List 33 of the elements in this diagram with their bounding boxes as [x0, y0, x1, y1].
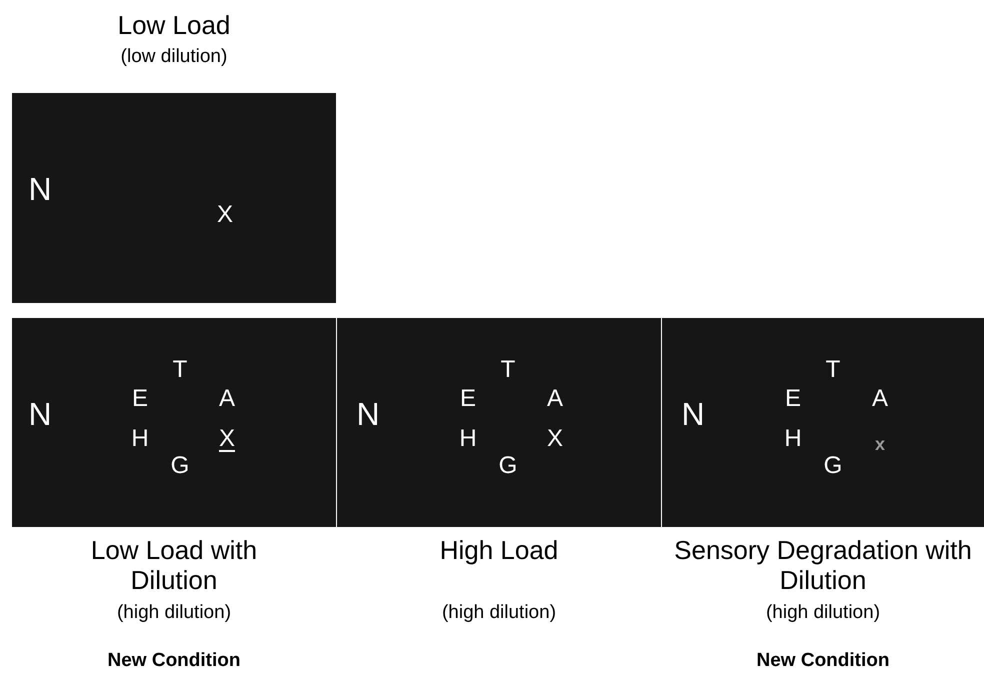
stimulus-letter: E [132, 385, 148, 413]
stimulus-letter: A [547, 385, 563, 413]
stimulus-letter: G [824, 452, 842, 480]
condition-title: Low Load [116, 10, 232, 40]
stimulus-letter: A [872, 385, 888, 413]
stimulus-letter: A [219, 385, 235, 413]
stimulus-letter: N [28, 171, 52, 207]
new-condition-note: New Condition [106, 649, 242, 673]
target-letter: X [217, 201, 233, 229]
stimulus-letter: N [681, 396, 705, 432]
stimulus-letter: E [785, 385, 801, 413]
stimulus-letter: N [356, 396, 380, 432]
condition-title: Sensory Degradation with Dilution [673, 535, 973, 595]
condition-title: High Load [438, 535, 560, 565]
condition-subtitle: (high dilution) [440, 601, 558, 625]
stimulus-letter: N [28, 396, 52, 432]
condition-subtitle: (low dilution) [120, 45, 228, 69]
stimulus-letter: G [170, 452, 190, 480]
target-letter: X [547, 425, 563, 453]
stimulus-letter: G [498, 452, 518, 480]
stimulus-letter: H [459, 425, 477, 453]
stimulus-letter: E [460, 385, 476, 413]
target-letter: X [219, 425, 235, 453]
stimulus-letter: T [500, 356, 516, 384]
stimulus-letter: T [826, 356, 840, 384]
condition-title: Low Load with Dilution [90, 535, 258, 595]
condition-subtitle: (high dilution) [116, 601, 232, 625]
stimulus-letter: H [784, 425, 802, 453]
stimulus-letter: H [131, 425, 149, 453]
target-letter: x [875, 433, 885, 456]
new-condition-note: New Condition [756, 649, 890, 673]
stimulus-letter: T [172, 356, 188, 384]
condition-subtitle: (high dilution) [764, 601, 882, 625]
